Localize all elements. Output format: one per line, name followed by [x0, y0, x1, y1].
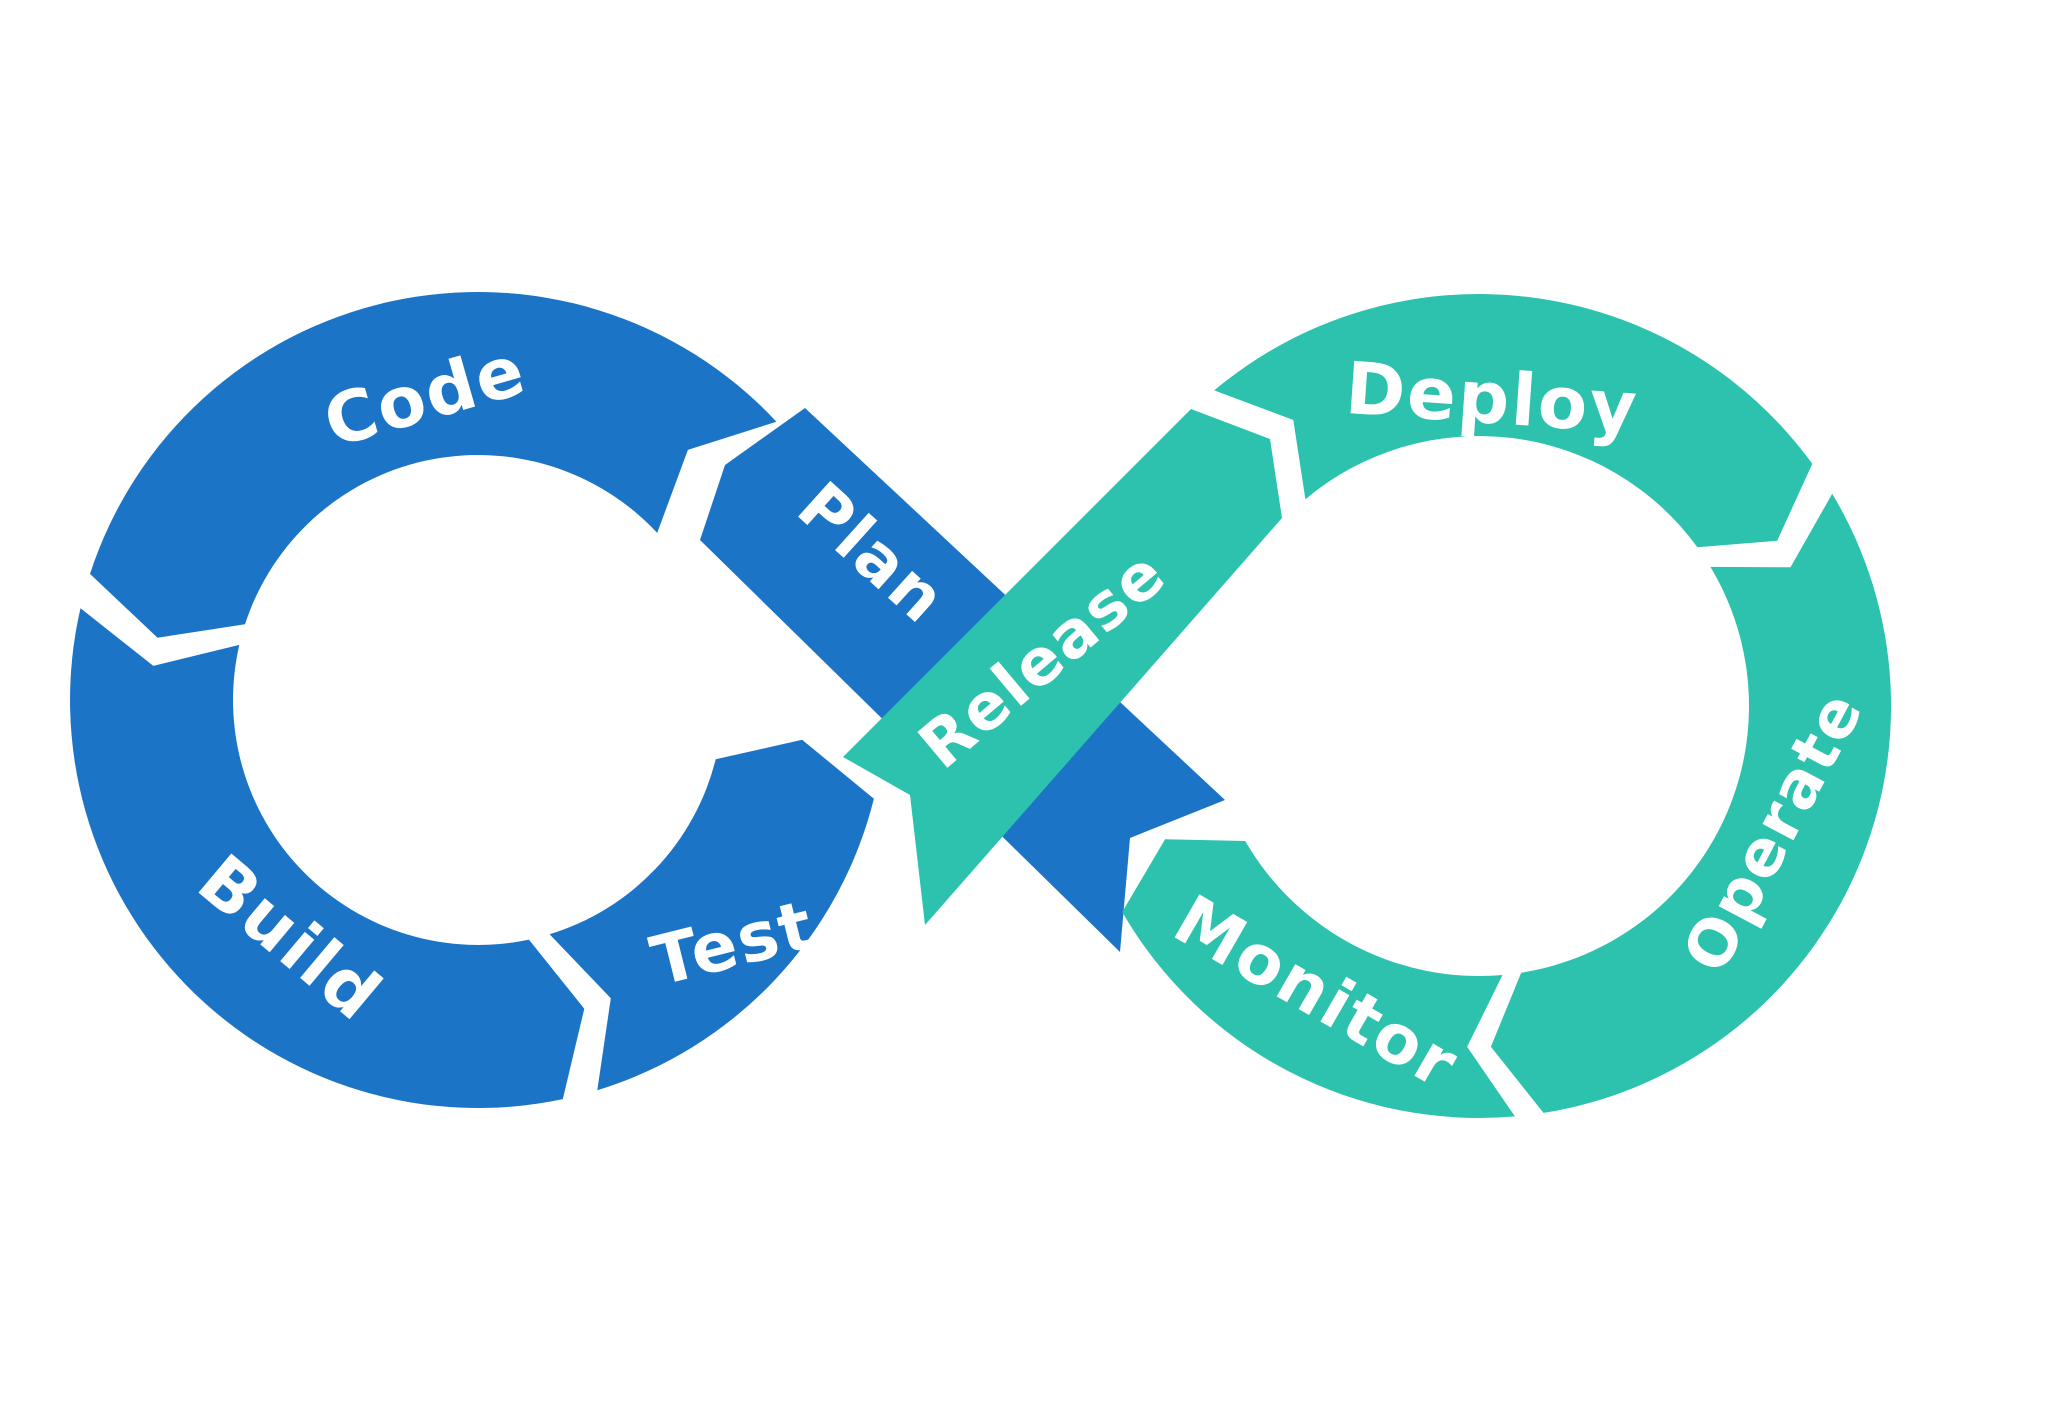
- segment-deploy: [1214, 294, 1813, 548]
- segment-test: [549, 739, 874, 1091]
- segment-release: [843, 409, 1282, 925]
- segment-monitor: [1122, 839, 1515, 1118]
- segment-operate: [1490, 493, 1892, 1113]
- segment-code: [90, 291, 777, 638]
- label-deploy: Deploy: [1343, 346, 1641, 450]
- segment-build: [70, 608, 585, 1109]
